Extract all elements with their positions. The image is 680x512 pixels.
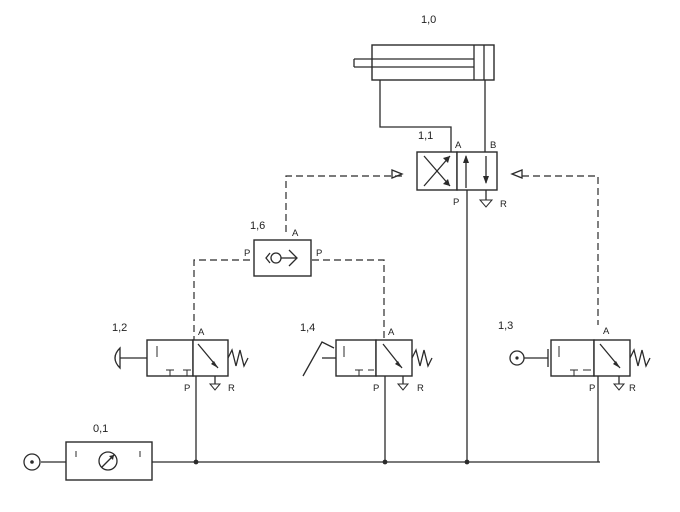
main-valve-port-r: R bbox=[500, 199, 507, 210]
main-valve-port-b: B bbox=[490, 140, 496, 151]
pedal-icon bbox=[302, 341, 335, 377]
shuttle-valve-label: 1,6 bbox=[250, 220, 265, 232]
valve-1-3-port-a: A bbox=[603, 326, 610, 337]
pilot-left-icon bbox=[391, 169, 404, 179]
cylinder-label: 1,0 bbox=[421, 14, 436, 26]
valve-1-4-label: 1,4 bbox=[300, 322, 315, 334]
pilot-right-icon bbox=[510, 169, 523, 179]
valve-1-3-label: 1,3 bbox=[498, 320, 513, 332]
service-unit-label: 0,1 bbox=[93, 423, 108, 435]
spring-icon bbox=[227, 348, 249, 368]
spring-icon bbox=[629, 348, 651, 368]
valve-1-3-port-p: P bbox=[589, 383, 595, 394]
main-valve-port-a: A bbox=[455, 140, 462, 151]
cylinder-1-0: 1,0 bbox=[353, 14, 495, 81]
service-unit-0-1: 0,1 bbox=[65, 423, 153, 481]
valve-1-2-port-p: P bbox=[184, 383, 190, 394]
pressure-source-symbol bbox=[23, 453, 41, 471]
exhaust-icon bbox=[208, 383, 222, 391]
main-valve-1-1: 1,1 A B P R bbox=[391, 130, 523, 210]
exhaust-icon bbox=[396, 383, 410, 391]
cylinder-working-lines bbox=[379, 80, 486, 152]
valve-1-4-port-r: R bbox=[417, 383, 424, 394]
valve-1-2-port-a: A bbox=[198, 327, 205, 338]
shuttle-valve-1-6: 1,6 A P P bbox=[244, 220, 322, 277]
valve-1-4-port-p: P bbox=[373, 383, 379, 394]
exhaust-icon bbox=[478, 199, 494, 208]
exhaust-icon bbox=[612, 383, 626, 391]
main-valve-label: 1,1 bbox=[418, 130, 433, 142]
valve-1-4-port-a: A bbox=[388, 327, 395, 338]
shuttle-valve-port-p-left: P bbox=[244, 248, 250, 259]
spring-icon bbox=[411, 348, 433, 368]
valve-1-3-port-r: R bbox=[629, 383, 636, 394]
pilot-lines bbox=[193, 175, 599, 340]
pressure-gauge-icon bbox=[98, 451, 118, 471]
valve-1-3: 1,3 A P R bbox=[498, 320, 651, 394]
main-valve-port-p: P bbox=[453, 197, 459, 208]
shuttle-valve-port-a: A bbox=[292, 228, 299, 239]
shuttle-valve-port-p-right: P bbox=[316, 248, 322, 259]
valve-1-4: 1,4 A P R bbox=[300, 322, 433, 394]
valve-1-2-port-r: R bbox=[228, 383, 235, 394]
valve-1-2-label: 1,2 bbox=[112, 322, 127, 334]
valve-1-2: 1,2 A P R bbox=[112, 322, 249, 394]
push-button-icon bbox=[114, 346, 121, 370]
